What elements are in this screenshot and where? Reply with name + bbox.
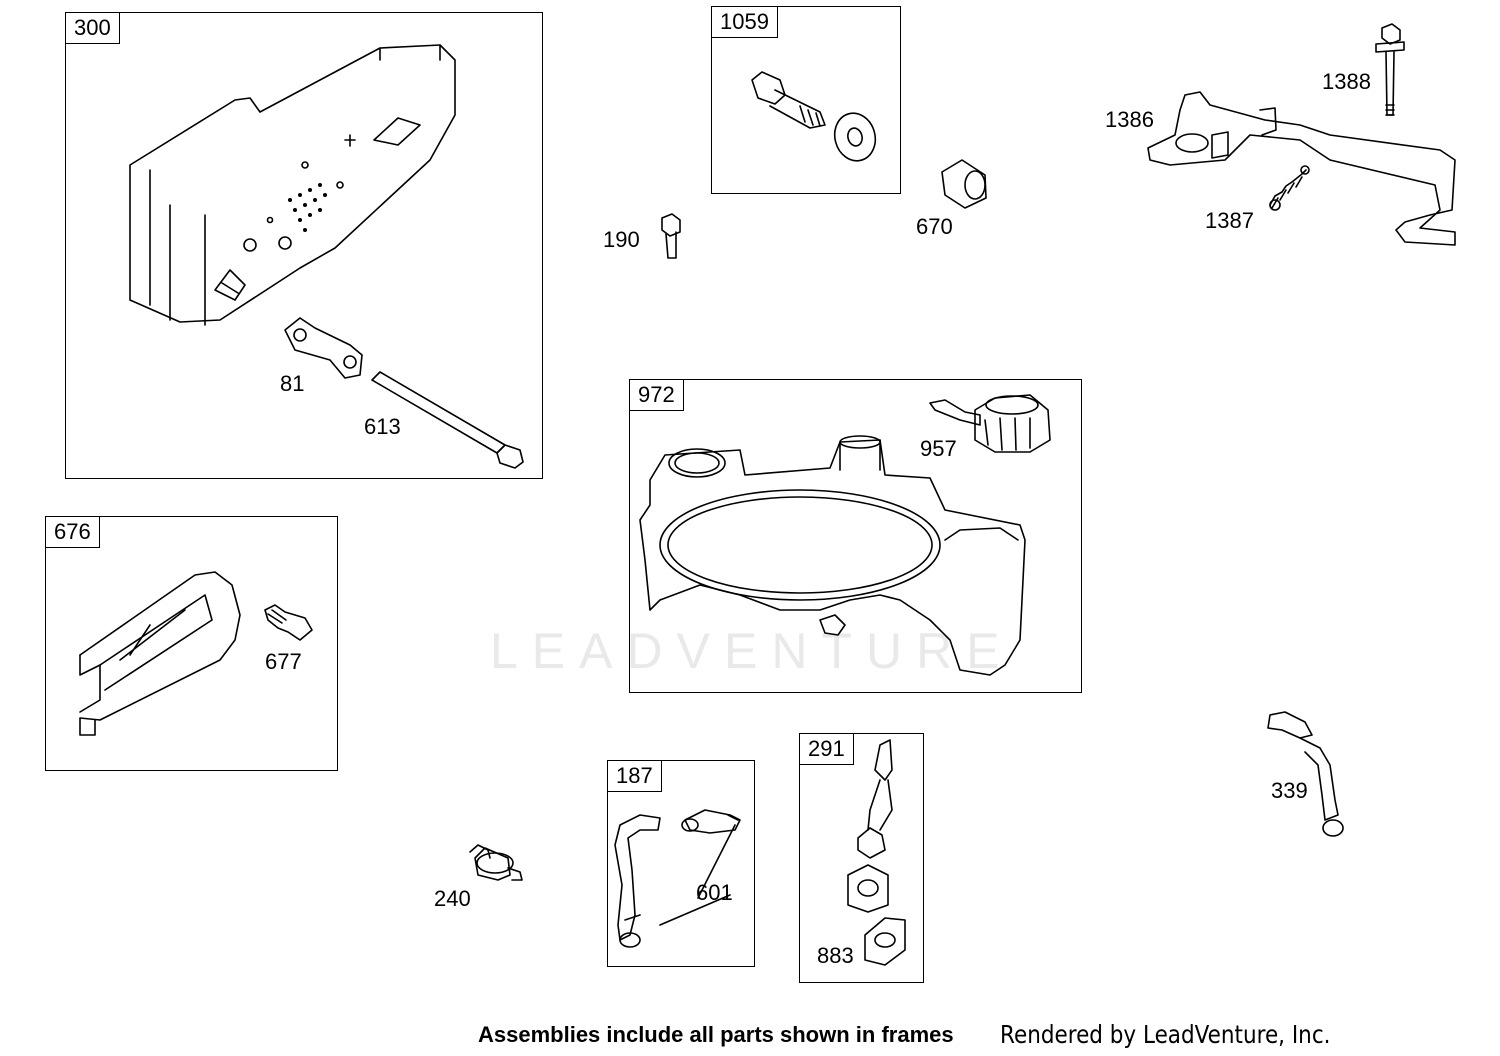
part-label-81[interactable]: 81 bbox=[280, 371, 305, 396]
frame-tag-291[interactable]: 291 bbox=[799, 733, 854, 765]
spring-1387-drawing bbox=[1269, 165, 1310, 211]
frame-1059: 1059 bbox=[711, 6, 901, 194]
part-label-1386[interactable]: 1386 bbox=[1105, 107, 1154, 132]
part-label-957[interactable]: 957 bbox=[920, 436, 957, 461]
rendered-by-credit: Rendered by LeadVenture, Inc. bbox=[1000, 1020, 1331, 1049]
plate-81-drawing bbox=[284, 317, 363, 379]
frame-972: 972 bbox=[629, 379, 1082, 693]
frame-291: 291 bbox=[799, 733, 924, 983]
spacer-670-drawing bbox=[941, 159, 987, 209]
hose-187-drawing bbox=[614, 809, 741, 948]
primer-291-drawing bbox=[847, 739, 893, 913]
frame-tag-187[interactable]: 187 bbox=[607, 760, 662, 792]
heat-shield-drawing bbox=[79, 571, 241, 736]
bolt-613-drawing bbox=[371, 371, 524, 469]
frame-tag-972[interactable]: 972 bbox=[629, 379, 684, 411]
frame-tag-300[interactable]: 300 bbox=[65, 12, 120, 44]
gasket-883-drawing bbox=[864, 917, 906, 966]
lever-1386-drawing bbox=[1147, 91, 1456, 246]
fuel-line-339-drawing bbox=[1267, 711, 1344, 837]
fuel-cap-957-drawing bbox=[929, 394, 1051, 453]
screw-190-drawing bbox=[661, 213, 681, 259]
frame-676: 676 bbox=[45, 516, 338, 771]
fuel-tank-drawing bbox=[639, 435, 1026, 676]
part-label-339[interactable]: 339 bbox=[1271, 778, 1308, 803]
watermark: LEADVENTURE bbox=[490, 623, 1014, 679]
part-label-240[interactable]: 240 bbox=[434, 886, 471, 911]
bolt-1388-drawing bbox=[1375, 23, 1405, 116]
leader-lines bbox=[659, 824, 736, 926]
muffler-vent-dots bbox=[288, 183, 327, 232]
part-label-1387[interactable]: 1387 bbox=[1205, 208, 1254, 233]
part-label-601[interactable]: 601 bbox=[696, 880, 733, 905]
part-label-677[interactable]: 677 bbox=[265, 649, 302, 674]
part-label-1388[interactable]: 1388 bbox=[1322, 69, 1371, 94]
muffler-drawing bbox=[129, 44, 456, 326]
frame-300: 300 bbox=[65, 12, 543, 479]
part-label-613[interactable]: 613 bbox=[364, 414, 401, 439]
screw-677-drawing bbox=[264, 604, 313, 641]
part-label-190[interactable]: 190 bbox=[603, 227, 640, 252]
assemblies-note: Assemblies include all parts shown in fr… bbox=[478, 1022, 954, 1047]
frame-tag-676[interactable]: 676 bbox=[45, 516, 100, 548]
bolt-1059-drawing bbox=[751, 71, 877, 162]
valve-240-drawing bbox=[469, 844, 523, 881]
part-label-883[interactable]: 883 bbox=[817, 943, 854, 968]
part-label-670[interactable]: 670 bbox=[916, 214, 953, 239]
frame-tag-1059[interactable]: 1059 bbox=[711, 6, 778, 38]
frame-187: 187 bbox=[607, 760, 755, 967]
